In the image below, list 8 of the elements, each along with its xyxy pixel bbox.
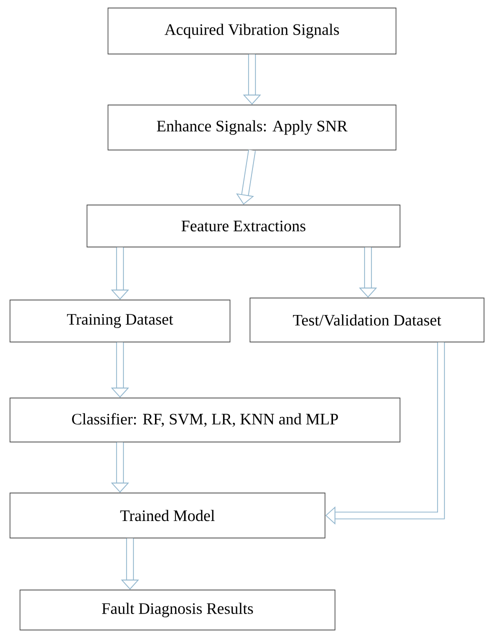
- process-box: Enhance Signals: Apply SNR: [108, 104, 396, 150]
- process-box: Feature Extractions: [86, 204, 400, 248]
- process-box: Test/Validation Dataset: [250, 298, 484, 342]
- process-box: Fault Diagnosis Results: [20, 590, 336, 630]
- process-box: Trained Model: [10, 492, 326, 538]
- process-box: Classifier: RF, SVM, LR, KNN and MLP: [10, 398, 400, 442]
- process-box: Training Dataset: [10, 300, 230, 342]
- process-box: Acquired Vibration Signals: [108, 8, 396, 54]
